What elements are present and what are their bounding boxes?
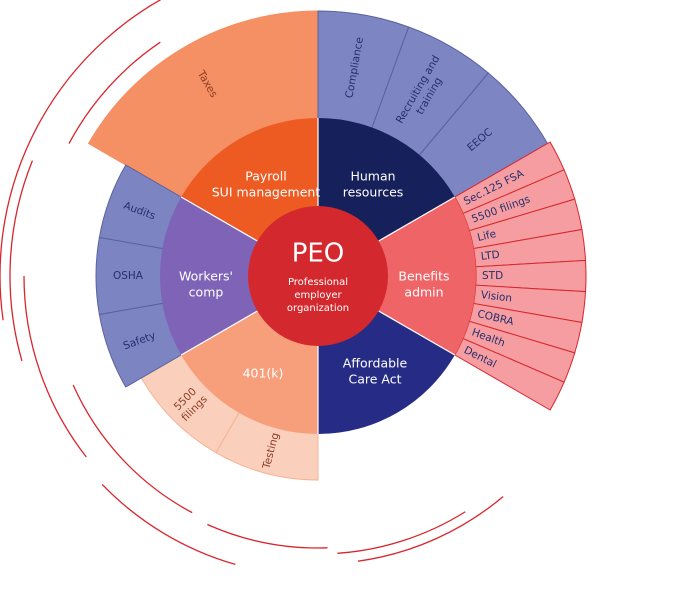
subitem-label: Life	[476, 228, 497, 244]
decorative-arc	[357, 496, 504, 562]
ring-separator	[180, 196, 258, 242]
subitem-label: Vision	[480, 289, 513, 305]
subitem-label: LTD	[480, 249, 500, 263]
category-label-workers_comp: Workers'	[179, 269, 233, 284]
ring-separator	[378, 310, 456, 356]
inner-segment-workers_comp	[159, 197, 260, 355]
inner-segment-payroll	[181, 118, 318, 242]
subitem-label: STD	[482, 270, 503, 282]
category-label-benefits: Benefits	[398, 269, 449, 284]
inner-segment-aca	[318, 310, 455, 434]
decorative-arc	[9, 160, 34, 362]
inner-ring	[159, 118, 476, 434]
outer-ring	[87, 10, 587, 481]
center-circle	[248, 206, 388, 346]
category-label-aca: Care Act	[348, 372, 401, 387]
subitem-label: OSHA	[113, 270, 144, 282]
category-label-aca: Affordable	[343, 356, 408, 371]
decorative-arc	[23, 275, 87, 458]
center-subtitle-line: Professional	[288, 277, 348, 288]
category-label-human_resources: resources	[343, 185, 404, 200]
category-label-k401: 401(k)	[243, 366, 284, 381]
decorative-arc	[0, 0, 162, 321]
decorative-arc	[337, 511, 466, 554]
category-label-payroll: SUI management	[212, 185, 321, 200]
decorative-arcs	[0, 0, 504, 566]
category-label-human_resources: Human	[350, 169, 395, 184]
inner-segment-benefits	[376, 197, 476, 355]
category-label-payroll: Payroll	[245, 169, 287, 184]
center-subtitle-line: organization	[287, 303, 349, 314]
center-subtitle-line: employer	[294, 290, 342, 301]
center-hub: PEO Professional employer organization	[248, 206, 388, 346]
ring-separator	[180, 310, 258, 356]
center-title: PEO	[292, 239, 345, 269]
decorative-arc	[207, 523, 328, 549]
category-label-benefits: admin	[404, 285, 443, 300]
category-label-workers_comp: comp	[189, 285, 224, 300]
decorative-arc	[72, 384, 193, 514]
inner-segment-k401	[181, 310, 318, 434]
decorative-arc	[68, 41, 161, 144]
ring-separator	[378, 196, 456, 242]
inner-segment-human_resources	[318, 118, 455, 242]
decorative-arc	[101, 483, 236, 566]
